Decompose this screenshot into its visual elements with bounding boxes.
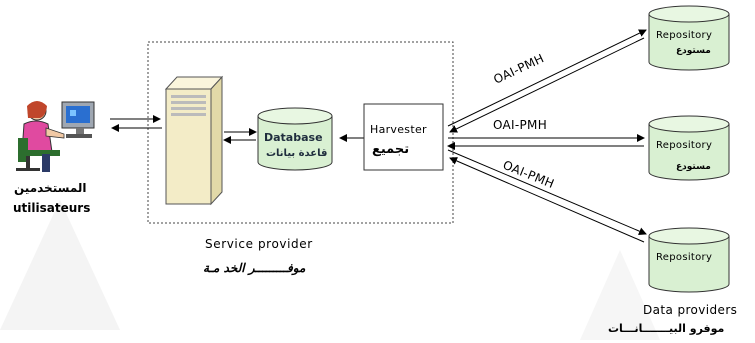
- repository-label-ar: مستودع: [676, 46, 711, 56]
- harvester-label-ar: تجميع: [372, 142, 410, 157]
- oai-link-top-out: [447, 29, 647, 127]
- database-cylinder: [257, 107, 333, 171]
- oai-pmh-label: OAI-PMH: [493, 118, 547, 132]
- database-label-ar: قاعدة بيانات: [266, 148, 328, 159]
- repository-label: Repository: [656, 140, 712, 151]
- harvester-label: Harvester: [370, 123, 427, 136]
- repository-label: Repository: [656, 252, 712, 263]
- repository-cylinder: [648, 227, 730, 293]
- repository-label-ar: مستودع: [676, 162, 711, 172]
- service-provider-label-ar: موفـــــــــر الخد مـة: [203, 261, 306, 275]
- users-label-ar: المستخدمين: [14, 181, 87, 195]
- oai-link-top-in: [449, 37, 645, 133]
- data-providers-label: Data providers: [643, 303, 738, 317]
- users-label-fr: utilisateurs: [13, 201, 91, 215]
- database-label: Database: [264, 131, 323, 144]
- harvester-box: [363, 103, 444, 171]
- oai-pmh-label: OAI-PMH: [501, 158, 556, 191]
- oai-pmh-label: OAI-PMH: [491, 51, 546, 87]
- repository-cylinder: [648, 5, 730, 71]
- repository-label: Repository: [656, 30, 712, 41]
- service-provider-label: Service provider: [205, 237, 313, 251]
- user-computer-icon: [16, 101, 95, 172]
- oai-link-bottom-in: [449, 157, 645, 243]
- oai-link-bottom-out: [447, 149, 647, 235]
- data-providers-label-ar: موفرو البيـــــــانـــات: [608, 322, 725, 335]
- server-icon: [164, 75, 224, 206]
- background-shape: [0, 200, 120, 330]
- repository-cylinder: [648, 115, 730, 181]
- background-shape: [580, 250, 660, 340]
- service-provider-box: [147, 41, 454, 224]
